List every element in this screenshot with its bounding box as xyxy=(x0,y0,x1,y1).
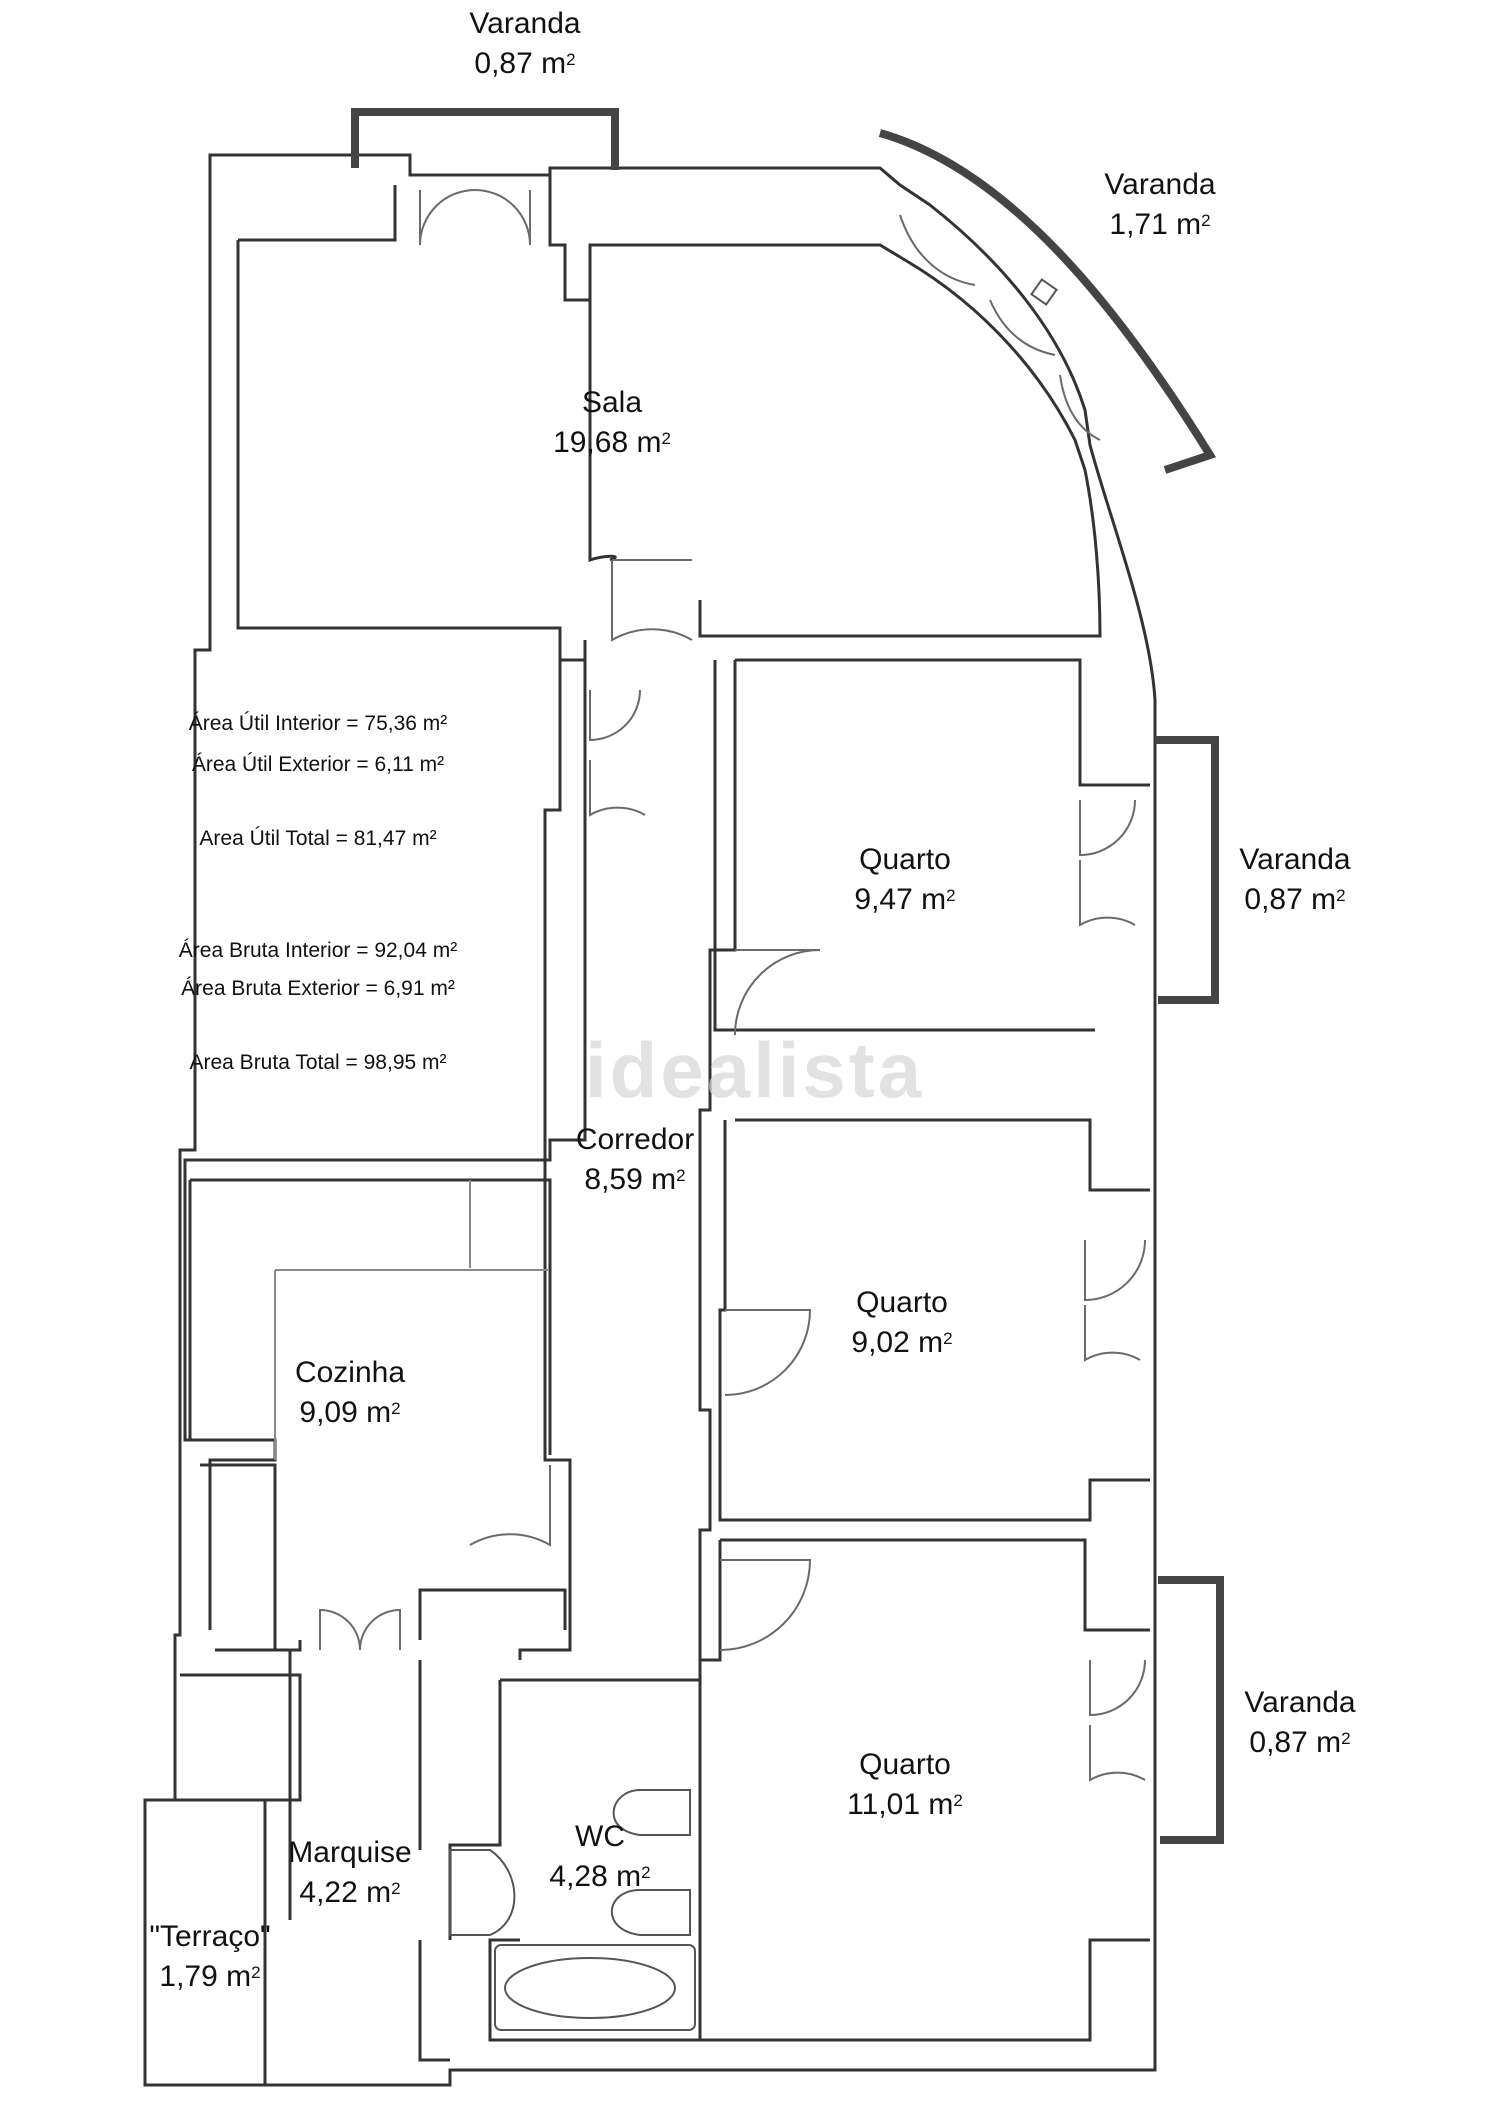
sink xyxy=(449,1849,516,1936)
area-bruta-exterior: Área Bruta Exterior = 6,91 m² xyxy=(181,977,455,1000)
balcony-rail-curved xyxy=(878,129,1217,474)
area-bruta-total: Area Bruta Total = 98,95 m² xyxy=(189,1051,447,1074)
balcony-rail-top xyxy=(351,108,619,170)
balcony-rail-right-2 xyxy=(1158,1576,1224,1844)
doors xyxy=(319,189,1146,1782)
watermark: idealista xyxy=(585,1026,925,1114)
exterior-walls xyxy=(143,153,1157,2087)
area-bruta-interior: Área Bruta Interior = 92,04 m² xyxy=(178,939,458,962)
bathtub xyxy=(494,1944,696,2031)
toilet xyxy=(612,1789,691,1836)
area-util-total: Area Útil Total = 81,47 m² xyxy=(199,827,437,850)
balcony-rail-right-1 xyxy=(1155,736,1219,1004)
area-util-interior: Área Útil Interior = 75,36 m² xyxy=(188,712,448,735)
area-util-exterior: Área Útil Exterior = 6,11 m² xyxy=(191,753,445,776)
bidet xyxy=(610,1889,691,1936)
room-label-terraco: "Terraço"1,79 m2 xyxy=(149,1920,271,1993)
fixtures xyxy=(449,278,1058,2031)
balcony-rails xyxy=(351,108,1224,1844)
